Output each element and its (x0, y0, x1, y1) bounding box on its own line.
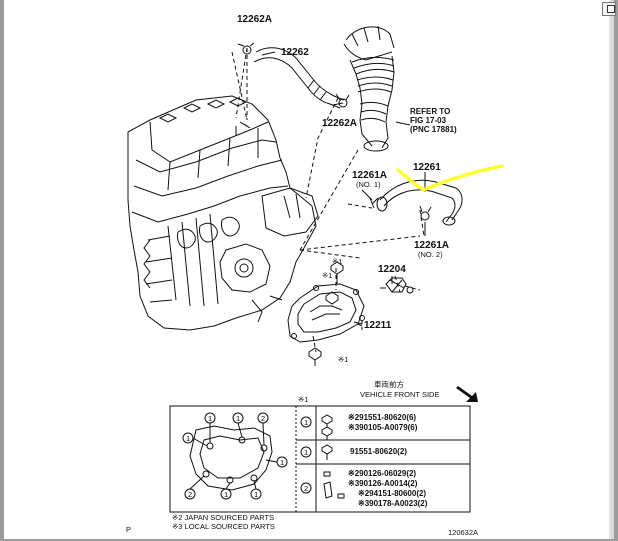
legend-japan-sourced: ※2 JAPAN SOURCED PARTS (172, 513, 274, 522)
viewer-right-shade (609, 0, 611, 541)
fastener-table (169, 405, 471, 513)
label-12261a-no2: 12261A (414, 240, 449, 251)
label-12262a-mid: 12262A (322, 118, 357, 129)
label-12211: 12211 (364, 320, 392, 331)
label-figure-id: 120632A (448, 528, 478, 537)
table-circle-1b: 1 (304, 448, 308, 457)
svg-text:※390178-A0023(2): ※390178-A0023(2) (358, 499, 428, 508)
mini-circle-8: 1 (254, 490, 258, 499)
label-12204: 12204 (378, 264, 406, 275)
label-12262: 12262 (281, 47, 309, 58)
mini-circle-5: 1 (280, 458, 284, 467)
table-row: ※390105-A0079(6) (348, 423, 418, 432)
mini-circle-6: 2 (188, 490, 192, 499)
label-12261a-no2-sub: (NO. 2) (418, 250, 443, 259)
label-mark1-c: ※1 (338, 355, 348, 364)
viewer-right-border (614, 0, 618, 541)
table-row: ※290126-06029(2) (348, 469, 416, 478)
table-circle-2: 2 (304, 484, 308, 493)
table-row: 91551-80620(2) (350, 447, 407, 456)
callout-labels: 12262A 12262 12262A REFER TO FIG 17-03 (… (126, 14, 478, 537)
label-refer-fig: FIG 17-03 (410, 116, 447, 125)
viewer-left-border (0, 0, 4, 541)
label-bottom-p: P (126, 525, 131, 534)
legend-local-sourced: ※3 LOCAL SOURCED PARTS (172, 522, 275, 531)
mini-circle-3: 2 (261, 414, 265, 423)
table-row: ※294151-80600(2) (358, 489, 426, 498)
mini-circle-1: 1 (208, 414, 212, 423)
vehicle-front-arrow-icon (456, 386, 478, 402)
table-circle-1a: 1 (304, 418, 308, 427)
label-refer-to: REFER TO (410, 107, 450, 116)
engine-block (127, 95, 319, 331)
viewer-right-shade-2 (611, 0, 614, 541)
label-12261: 12261 (413, 162, 441, 173)
label-12262a-top: 12262A (237, 14, 272, 25)
table-row: ※390178-A0023(2) (358, 499, 428, 508)
bolt-markers (308, 261, 344, 366)
hose-12262 (237, 42, 350, 109)
label-vehicle-front-en: VEHICLE FRONT SIDE (360, 390, 439, 399)
label-12261a-no1-sub: (NO. 1) (356, 180, 381, 189)
label-vehicle-front-jp: 車両前方 (374, 379, 404, 389)
svg-text:91551-80620(2): 91551-80620(2) (350, 447, 407, 456)
label-mark1-a: ※1 (332, 257, 342, 266)
label-mark1-b: ※1 (322, 271, 332, 280)
hose-12261 (369, 179, 463, 226)
part-12211 (287, 283, 365, 343)
table-header-mark: ※1 (298, 395, 308, 404)
highlight-marker (396, 164, 504, 192)
svg-text:※291551-80620(6): ※291551-80620(6) (348, 413, 416, 422)
label-12261a-no1: 12261A (352, 170, 387, 181)
svg-text:※390126-A0014(2): ※390126-A0014(2) (348, 479, 418, 488)
leader-lines (231, 47, 425, 353)
label-refer-pnc: (PNC 17881) (410, 125, 457, 134)
mini-circle-2: 1 (236, 414, 240, 423)
table-row: ※390126-A0014(2) (348, 479, 418, 488)
table-row: ※291551-80620(6) (348, 413, 416, 422)
fastener-table-text: ※1 1 1 2 1 1 2 1 1 2 1 1 ※291551-80620(6… (172, 395, 428, 531)
svg-text:※390105-A0079(6): ※390105-A0079(6) (348, 423, 418, 432)
mini-circle-7: 1 (224, 490, 228, 499)
label-leaders (261, 51, 426, 325)
mini-circle-4: 1 (186, 434, 190, 443)
part-12204 (380, 277, 414, 294)
svg-text:※290126-06029(2): ※290126-06029(2) (348, 469, 416, 478)
intake-hose (343, 25, 395, 152)
viewer-bottom-border (0, 539, 618, 541)
svg-text:※294151-80600(2): ※294151-80600(2) (358, 489, 426, 498)
window-restore-icon[interactable] (602, 2, 616, 16)
